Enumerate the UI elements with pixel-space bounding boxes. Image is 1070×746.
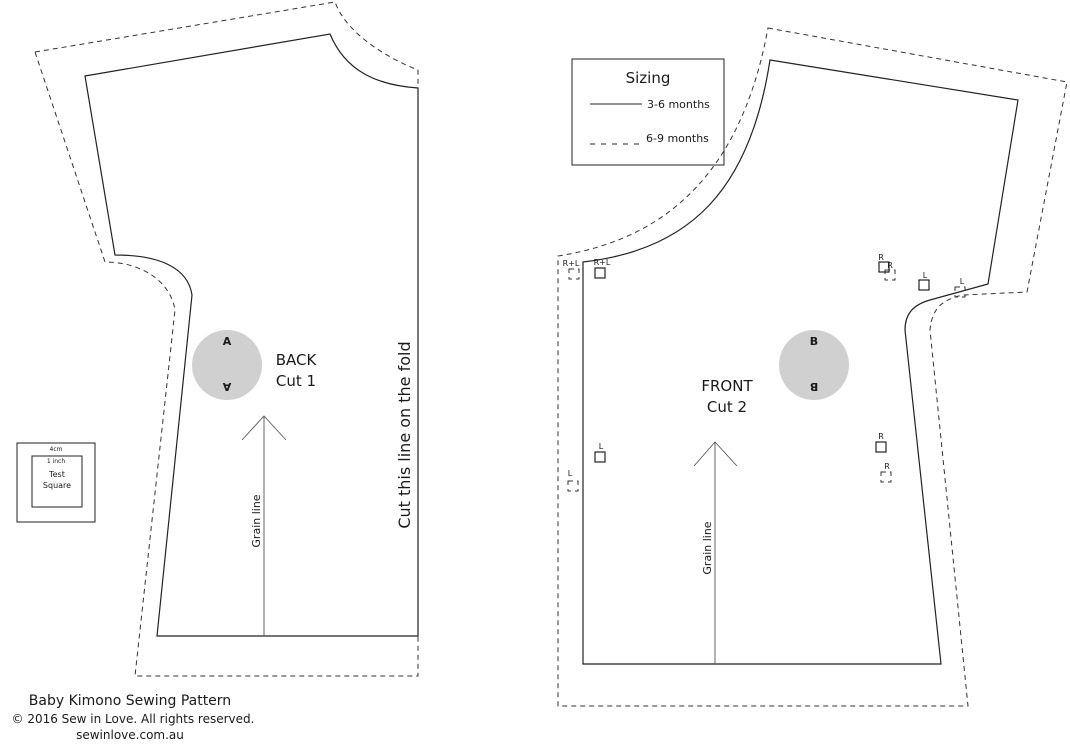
footer-copyright: © 2016 Sew in Love. All rights reserved. bbox=[12, 712, 255, 726]
fold-line-label: Cut this line on the fold bbox=[395, 341, 414, 528]
front-piece: B B FRONT Cut 2 Grain line R+L R+L R R bbox=[557, 27, 1068, 707]
footer: Baby Kimono Sewing Pattern © 2016 Sew in… bbox=[12, 693, 255, 742]
front-marker-b: B B bbox=[779, 330, 849, 400]
front-seam-allowance-outline bbox=[557, 27, 1068, 707]
notch-label: L bbox=[599, 442, 604, 451]
notch-label: R bbox=[878, 253, 884, 262]
test-square-inner bbox=[31, 455, 83, 508]
front-marker-letter-top: B bbox=[810, 335, 818, 348]
back-cut-line-outline bbox=[84, 33, 419, 637]
notch-label: R bbox=[878, 432, 884, 441]
notch-label: L bbox=[568, 469, 573, 478]
back-marker-letter-bottom: A bbox=[222, 380, 231, 393]
notch-r-dashed-top: R bbox=[884, 261, 896, 281]
test-square-inner-label: 1 inch bbox=[47, 458, 65, 465]
legend-dashed-label: 6-9 months bbox=[646, 132, 709, 145]
notch-rl-solid: R+L bbox=[594, 258, 611, 279]
notch-label: L bbox=[923, 271, 928, 280]
back-piece-cut: Cut 1 bbox=[276, 372, 316, 390]
notch-r-dashed-side: R bbox=[880, 462, 892, 483]
back-piece-name: BACK bbox=[276, 351, 318, 369]
back-piece: A A BACK Cut 1 Grain line Cut this line … bbox=[34, 1, 419, 677]
notch-label: R bbox=[887, 261, 893, 270]
test-square: 4cm 1 inch Test Square bbox=[16, 442, 96, 523]
front-piece-name: FRONT bbox=[701, 377, 753, 395]
test-square-line2: Square bbox=[43, 481, 71, 490]
back-grain-label: Grain line bbox=[250, 494, 263, 547]
notch-l-solid-shoulder: L bbox=[918, 271, 930, 291]
notch-l-dashed-shoulder: L bbox=[954, 277, 966, 298]
test-square-outer-label: 4cm bbox=[50, 446, 63, 453]
back-marker-letter-top: A bbox=[223, 335, 232, 348]
notch-l-solid-side: L bbox=[594, 442, 606, 463]
test-square-outer bbox=[16, 442, 96, 523]
front-piece-cut: Cut 2 bbox=[707, 398, 747, 416]
notch-rl-dashed: R+L bbox=[563, 259, 580, 280]
front-grain-line: Grain line bbox=[693, 441, 738, 664]
notch-r-solid-side: R bbox=[875, 432, 887, 453]
front-grain-label: Grain line bbox=[701, 521, 714, 574]
legend-solid-label: 3-6 months bbox=[647, 98, 710, 111]
legend-title: Sizing bbox=[626, 69, 671, 87]
back-seam-allowance-outline bbox=[34, 1, 419, 677]
footer-title: Baby Kimono Sewing Pattern bbox=[29, 693, 231, 709]
sizing-legend: Sizing 3-6 months 6-9 months bbox=[571, 58, 725, 166]
test-square-line1: Test bbox=[48, 470, 65, 479]
front-cut-line-outline bbox=[582, 59, 1019, 665]
front-marker-letter-bottom: B bbox=[810, 380, 818, 393]
notch-label: R+L bbox=[563, 259, 580, 268]
notch-label: L bbox=[960, 277, 965, 286]
notch-l-dashed-side: L bbox=[567, 469, 579, 492]
notch-label: R bbox=[884, 462, 890, 471]
footer-website: sewinlove.com.au bbox=[76, 728, 184, 742]
notch-r-solid-top: R bbox=[878, 253, 890, 273]
notch-label: R+L bbox=[594, 258, 611, 267]
back-marker-a: A A bbox=[192, 330, 262, 400]
back-grain-line: Grain line bbox=[241, 415, 287, 636]
